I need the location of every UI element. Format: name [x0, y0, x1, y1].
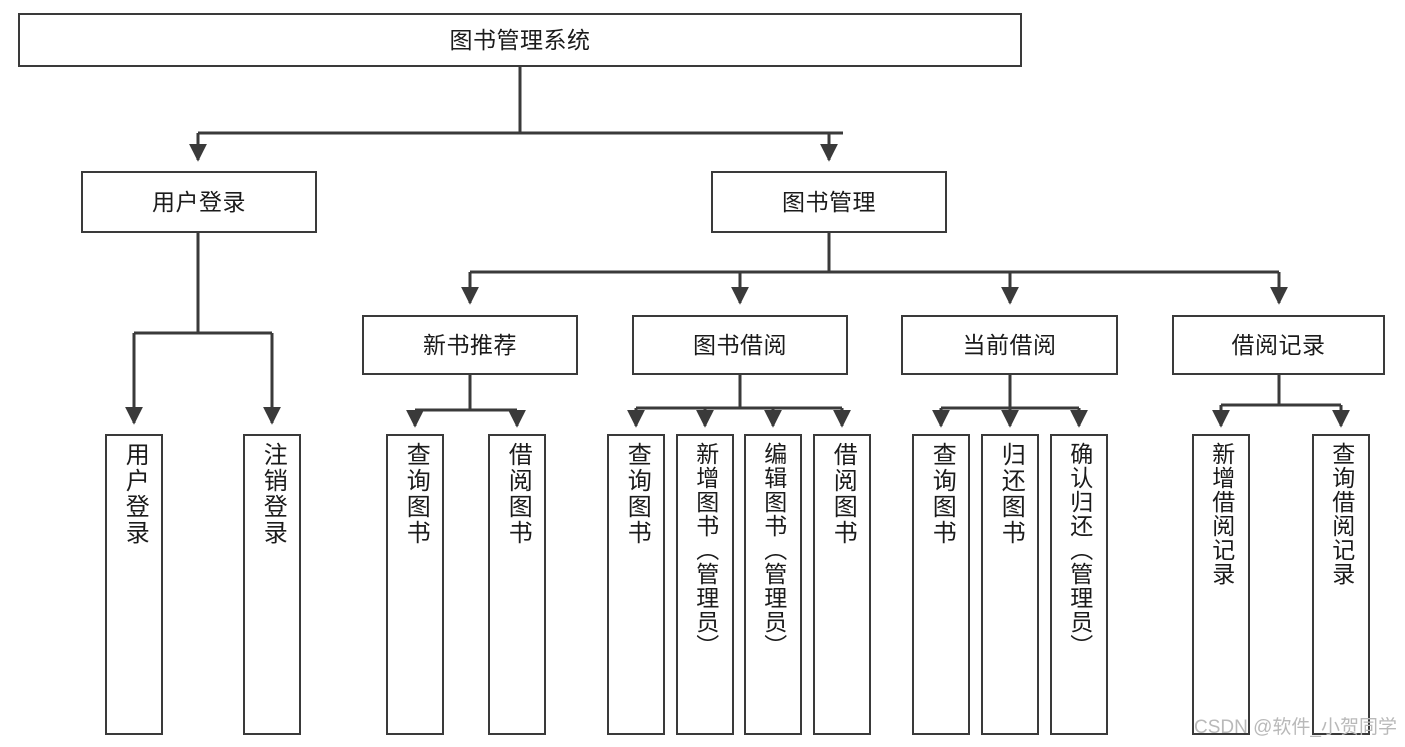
leaf-book-borrow-query-label: 查询图书	[623, 442, 651, 546]
node-root-label: 图书管理系统	[449, 26, 591, 53]
node-user-login[interactable]: 用户登录	[81, 171, 317, 233]
leaf-borrow-record-add-label: 新增借阅记录	[1208, 442, 1235, 586]
csdn-watermark: CSDN @软件_小贺同学	[1194, 717, 1397, 738]
node-book-management-label: 图书管理	[782, 188, 876, 215]
leaf-current-borrow-return-label: 归还图书	[997, 442, 1025, 546]
leaf-borrow-record-add[interactable]: 新增借阅记录	[1192, 434, 1250, 735]
node-new-book-recommend-label: 新书推荐	[423, 331, 517, 358]
leaf-user-login-logout-label: 注销登录	[259, 442, 287, 546]
leaf-book-borrow-edit-label: 编辑图书（管理员）	[760, 442, 787, 658]
node-borrow-record-label: 借阅记录	[1231, 331, 1326, 358]
leaf-current-borrow-confirm-return[interactable]: 确认归还（管理员）	[1050, 434, 1108, 735]
leaf-new-book-query-label: 查询图书	[402, 442, 430, 546]
leaf-book-borrow-add-label: 新增图书（管理员）	[692, 442, 719, 658]
leaf-borrow-record-query[interactable]: 查询借阅记录	[1312, 434, 1370, 735]
node-current-borrow-label: 当前借阅	[962, 331, 1057, 358]
node-borrow-record[interactable]: 借阅记录	[1172, 315, 1385, 375]
node-current-borrow[interactable]: 当前借阅	[901, 315, 1118, 375]
leaf-current-borrow-query[interactable]: 查询图书	[912, 434, 970, 735]
node-new-book-recommend[interactable]: 新书推荐	[362, 315, 578, 375]
leaf-current-borrow-confirm-return-label: 确认归还（管理员）	[1066, 442, 1093, 658]
leaf-book-borrow-query[interactable]: 查询图书	[607, 434, 665, 735]
node-book-borrow-label: 图书借阅	[693, 331, 787, 358]
leaf-user-login-login[interactable]: 用户登录	[105, 434, 163, 735]
leaf-new-book-borrow[interactable]: 借阅图书	[488, 434, 546, 735]
leaf-book-borrow-borrow[interactable]: 借阅图书	[813, 434, 871, 735]
leaf-borrow-record-query-label: 查询借阅记录	[1328, 442, 1355, 586]
leaf-current-borrow-query-label: 查询图书	[928, 442, 956, 546]
leaf-current-borrow-return[interactable]: 归还图书	[981, 434, 1039, 735]
leaf-new-book-query[interactable]: 查询图书	[386, 434, 444, 735]
leaf-user-login-logout[interactable]: 注销登录	[243, 434, 301, 735]
node-book-borrow[interactable]: 图书借阅	[632, 315, 848, 375]
leaf-user-login-login-label: 用户登录	[121, 442, 149, 546]
node-root[interactable]: 图书管理系统	[18, 13, 1022, 67]
leaf-book-borrow-add[interactable]: 新增图书（管理员）	[676, 434, 734, 735]
leaf-book-borrow-borrow-label: 借阅图书	[829, 442, 857, 546]
node-book-management[interactable]: 图书管理	[711, 171, 947, 233]
node-user-login-label: 用户登录	[152, 188, 246, 215]
leaf-book-borrow-edit[interactable]: 编辑图书（管理员）	[744, 434, 802, 735]
leaf-new-book-borrow-label: 借阅图书	[504, 442, 532, 546]
